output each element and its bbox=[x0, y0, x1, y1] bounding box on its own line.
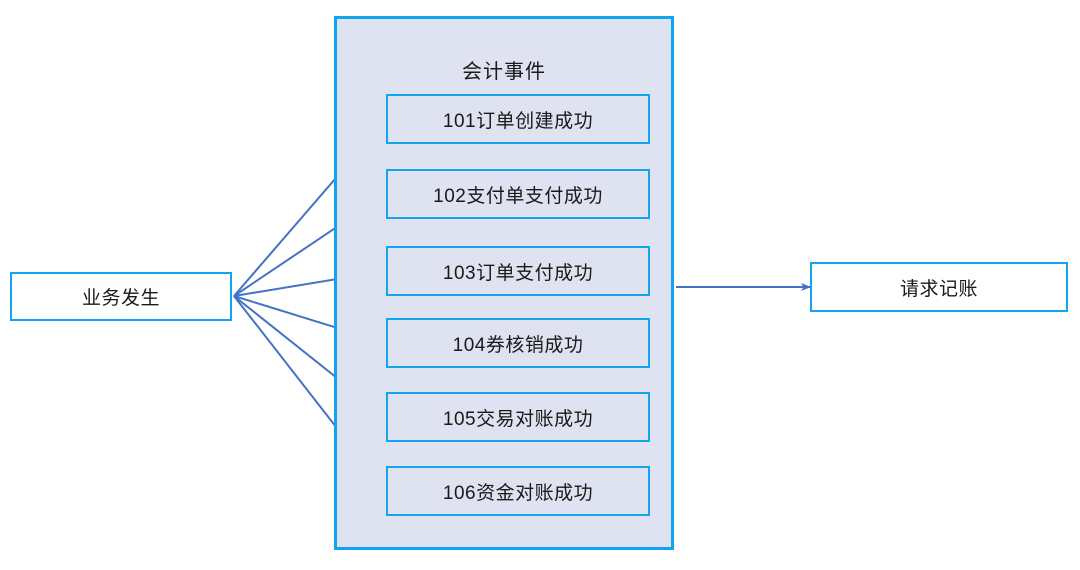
event-item-105-label: 105交易对账成功 bbox=[442, 408, 594, 430]
event-item-104-label: 104券核销成功 bbox=[452, 334, 584, 356]
node-request-accounting[interactable]: 请求记账 bbox=[810, 262, 1068, 312]
container-accounting-events-title: 会计事件 bbox=[462, 61, 546, 83]
event-item-101-label: 101订单创建成功 bbox=[442, 110, 594, 132]
node-business-event[interactable]: 业务发生 bbox=[10, 272, 232, 321]
node-business-event-label: 业务发生 bbox=[81, 288, 160, 309]
event-item-105[interactable]: 105交易对账成功 bbox=[386, 392, 650, 442]
event-item-102[interactable]: 102支付单支付成功 bbox=[386, 169, 650, 219]
event-item-102-label: 102支付单支付成功 bbox=[433, 185, 603, 207]
event-item-106[interactable]: 106资金对账成功 bbox=[386, 466, 650, 516]
event-item-103-label: 103订单支付成功 bbox=[442, 262, 594, 284]
event-item-106-label: 106资金对账成功 bbox=[442, 482, 594, 504]
event-item-103[interactable]: 103订单支付成功 bbox=[386, 246, 650, 296]
event-item-101[interactable]: 101订单创建成功 bbox=[386, 94, 650, 144]
event-item-104[interactable]: 104券核销成功 bbox=[386, 318, 650, 368]
node-request-accounting-label: 请求记账 bbox=[899, 278, 978, 300]
